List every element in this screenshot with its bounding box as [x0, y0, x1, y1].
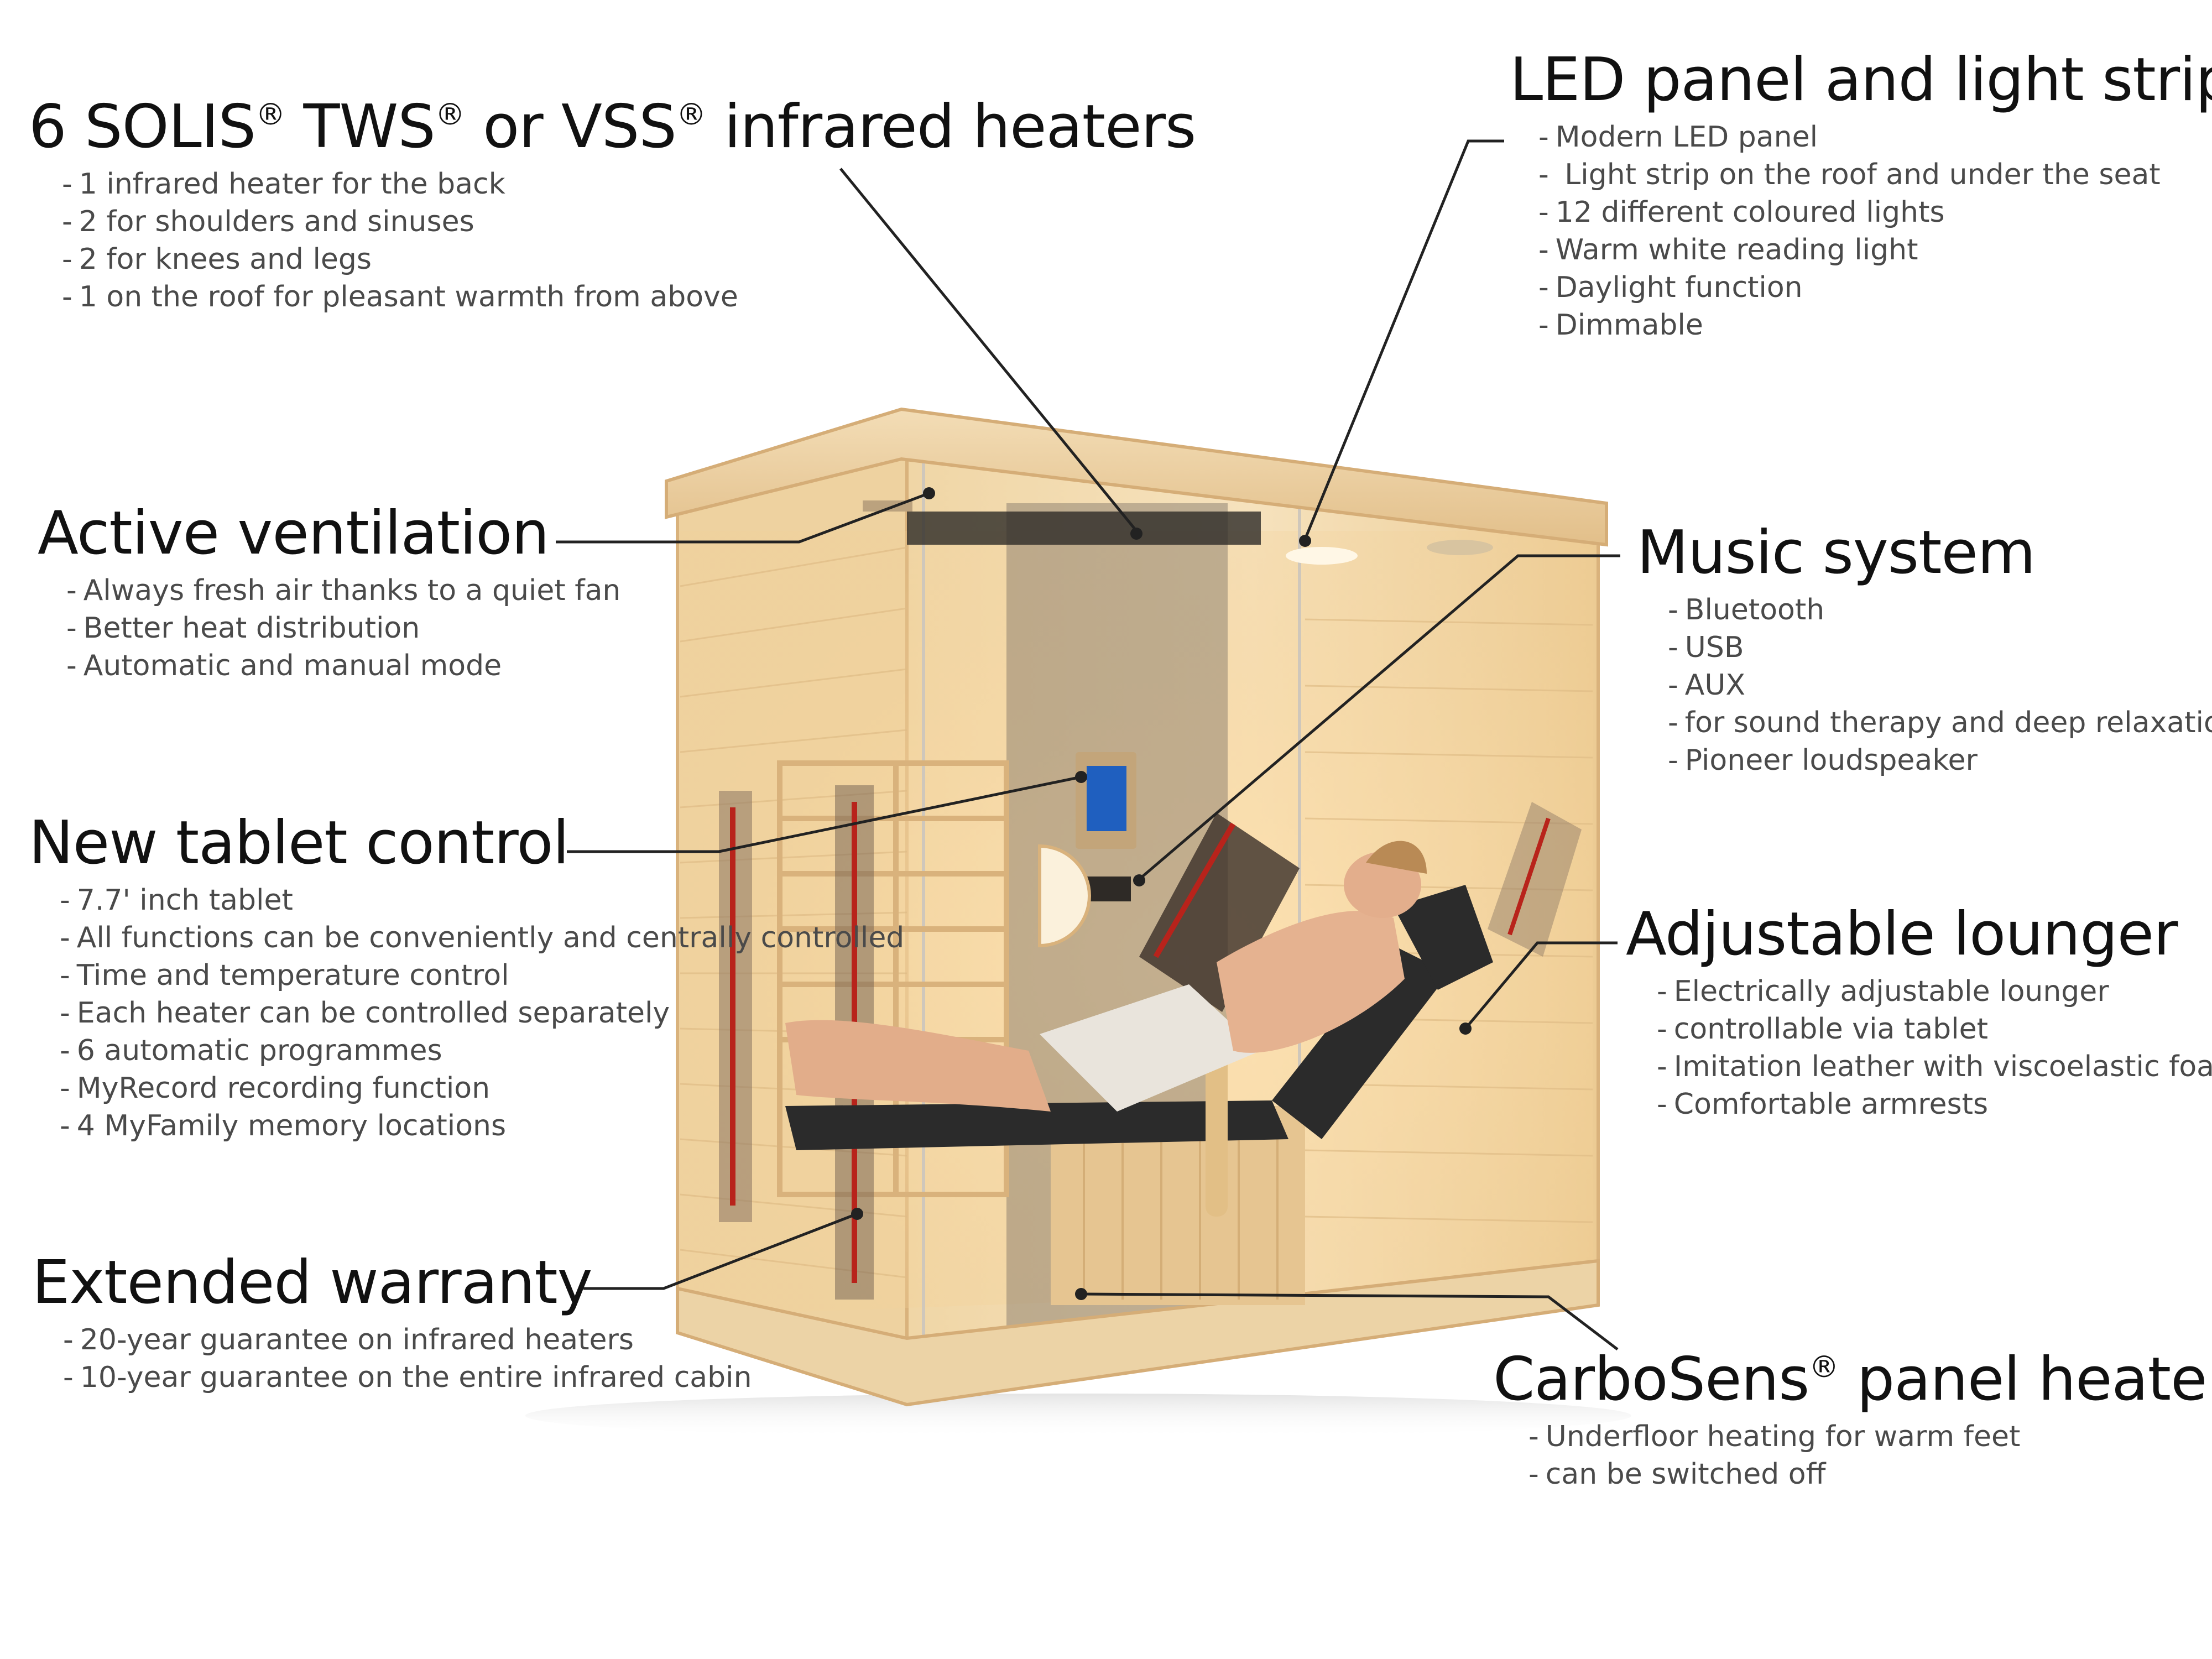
list-item: -10-year guarantee on the entire infrare… — [63, 1360, 752, 1394]
list-item: -All functions can be conveniently and c… — [60, 921, 905, 954]
wall-lamp — [1038, 844, 1091, 948]
list-item: -Electrically adjustable lounger — [1657, 974, 2109, 1008]
adjustable-lounger — [785, 885, 1493, 1305]
callout-title: Music system — [1637, 518, 2036, 587]
callout-active-ventilation: Active ventilation -Always fresh air tha… — [38, 500, 620, 685]
sauna-cabin — [665, 407, 1608, 1407]
leader-music — [1138, 554, 1620, 880]
leader-lines — [556, 139, 1620, 1350]
callout-title: Adjustable lounger — [1626, 900, 2178, 969]
list-item: -Always fresh air thanks to a quiet fan — [66, 573, 621, 607]
callout-carbosens-panel-heater: CarboSens® panel heater -Underfloor heat… — [1493, 1345, 2212, 1493]
callout-tablet-control: New tablet control -7.7' inch tablet -Al… — [29, 810, 904, 1145]
feature-list: -Bluetooth -USB -AUX -for sound therapy … — [1668, 591, 2212, 779]
feature-list: -Underfloor heating for warm feet -can b… — [1528, 1418, 2212, 1493]
list-item: -Warm white reading light — [1538, 233, 1918, 267]
feature-list: -Modern LED panel - Light strip on the r… — [1538, 118, 2212, 344]
list-item: -Underfloor heating for warm feet — [1528, 1420, 2021, 1453]
list-item: -Better heat distribution — [66, 611, 420, 645]
list-item: -Each heater can be controlled separatel… — [60, 996, 670, 1030]
list-item: -2 for shoulders and sinuses — [62, 205, 474, 238]
callout-title: New tablet control — [29, 808, 569, 878]
list-item: -can be switched off — [1528, 1457, 1826, 1491]
leader-vent — [556, 492, 930, 544]
list-item: -controllable via tablet — [1657, 1012, 1989, 1046]
leader-tablet — [567, 775, 1082, 853]
list-item: -MyRecord recording function — [60, 1071, 491, 1105]
callout-extended-warranty: Extended warranty -20-year guarantee on … — [32, 1248, 752, 1396]
list-item: -AUX — [1668, 668, 1746, 702]
callout-music-system: Music system -Bluetooth -USB -AUX -for s… — [1637, 518, 2212, 779]
control-keypad — [1084, 877, 1131, 901]
floor-shadow — [525, 1394, 1631, 1438]
callout-infrared-heaters: 6 SOLIS® TWS® or VSS® infrared heaters -… — [29, 92, 1196, 316]
list-item: -Time and temperature control — [60, 958, 509, 992]
callout-led-panel: LED panel and light strip -Modern LED pa… — [1510, 45, 2212, 344]
feature-list: -20-year guarantee on infrared heaters -… — [63, 1321, 752, 1396]
list-item: -Automatic and manual mode — [66, 649, 502, 682]
list-item: -Daylight function — [1538, 270, 1803, 304]
tablet-screen-icon — [1087, 766, 1126, 831]
callout-adjustable-lounger: Adjustable lounger -Electrically adjusta… — [1626, 901, 2212, 1123]
callout-title: LED panel and light strip — [1510, 45, 2212, 114]
leader-lounger — [1464, 941, 1618, 1030]
callout-title: CarboSens® panel heater — [1493, 1345, 2212, 1414]
list-item: -Imitation leather with viscoelastic foa… — [1657, 1050, 2212, 1083]
cabin-roof — [665, 407, 1608, 547]
list-item: -Bluetooth — [1668, 593, 1825, 627]
list-item: -USB — [1668, 630, 1744, 664]
list-item: -7.7' inch tablet — [60, 883, 293, 917]
feature-list: -7.7' inch tablet -All functions can be … — [60, 881, 904, 1145]
leader-dots — [851, 487, 1472, 1300]
list-item: - Light strip on the roof and under the … — [1538, 158, 2161, 191]
callout-title: Active ventilation — [38, 499, 550, 568]
list-item: -6 automatic programmes — [60, 1034, 442, 1067]
list-item: -Pioneer loudspeaker — [1668, 743, 1978, 777]
list-item: -2 for knees and legs — [62, 242, 372, 276]
list-item: -1 infrared heater for the back — [62, 167, 505, 201]
led-light-icon — [1286, 547, 1358, 565]
list-item: -for sound therapy and deep relaxation — [1668, 706, 2212, 739]
list-item: -4 MyFamily memory locations — [60, 1109, 507, 1142]
leader-warranty — [583, 1212, 858, 1290]
list-item: -1 on the roof for pleasant warmth from … — [62, 280, 738, 314]
ceiling-heater — [907, 512, 1261, 545]
callout-title: 6 SOLIS® TWS® or VSS® infrared heaters — [29, 92, 1196, 161]
feature-list: -Always fresh air thanks to a quiet fan … — [66, 572, 620, 685]
person-relaxing — [785, 841, 1427, 1112]
list-item: -Modern LED panel — [1538, 120, 1818, 154]
list-item: -Dimmable — [1538, 308, 1703, 342]
speaker-icon — [1427, 540, 1493, 555]
feature-list: -Electrically adjustable lounger -contro… — [1657, 973, 2212, 1123]
list-item: -20-year guarantee on infrared heaters — [63, 1323, 634, 1357]
leader-carbo — [1081, 1292, 1619, 1350]
callout-title: Extended warranty — [32, 1248, 593, 1317]
leader-heaters — [839, 168, 1138, 532]
feature-list: -1 infrared heater for the back -2 for s… — [62, 165, 1196, 316]
leader-led — [1303, 139, 1504, 540]
list-item: -Comfortable armrests — [1657, 1087, 1989, 1121]
list-item: -12 different coloured lights — [1538, 195, 1945, 229]
